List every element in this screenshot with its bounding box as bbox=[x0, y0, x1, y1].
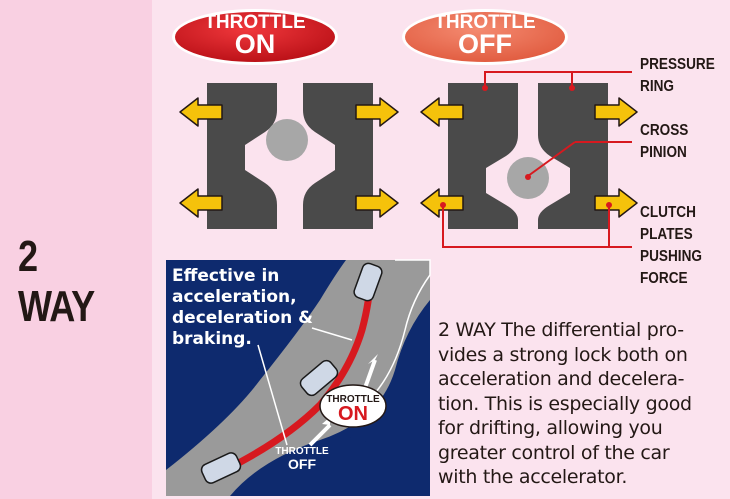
effect-text: Effective in acceleration, deceleration … bbox=[172, 266, 313, 349]
description: 2 WAY The differential pro- vides a stro… bbox=[438, 319, 692, 488]
car-middle bbox=[299, 359, 339, 397]
left-band bbox=[0, 0, 152, 499]
car-front bbox=[353, 262, 383, 302]
label-clutch-plates: CLUTCH PLATES PUSHING FORCE bbox=[640, 204, 702, 287]
track-off-top-text: THROTTLE bbox=[275, 446, 329, 457]
badge-on-top-text: THROTTLE bbox=[204, 12, 306, 33]
right-pressure-ring bbox=[448, 83, 608, 229]
left-cross-pinion bbox=[266, 119, 308, 161]
track-badge-on bbox=[319, 384, 387, 428]
leader-dots bbox=[440, 85, 612, 208]
badge-off-bottom-text: OFF bbox=[458, 29, 512, 59]
mode-title: 2 WAY bbox=[18, 232, 95, 331]
badge-throttle-on bbox=[172, 9, 338, 65]
badge-on-bottom-text: ON bbox=[234, 29, 276, 59]
car-rear bbox=[200, 452, 242, 484]
badge-off-top-text: THROTTLE bbox=[434, 12, 536, 33]
track-on-top-text: THROTTLE bbox=[326, 394, 380, 405]
badge-throttle-off bbox=[402, 9, 568, 65]
leader-lines bbox=[442, 71, 632, 248]
label-cross-pinion: CROSS PINION bbox=[640, 122, 689, 161]
effect-leader bbox=[257, 344, 288, 446]
effect-leader-2 bbox=[311, 327, 353, 341]
track-off-bottom-text: OFF bbox=[288, 456, 316, 472]
track-on-bottom-text: ON bbox=[338, 403, 368, 425]
label-pressure-ring: PRESSURE RING bbox=[640, 56, 715, 95]
